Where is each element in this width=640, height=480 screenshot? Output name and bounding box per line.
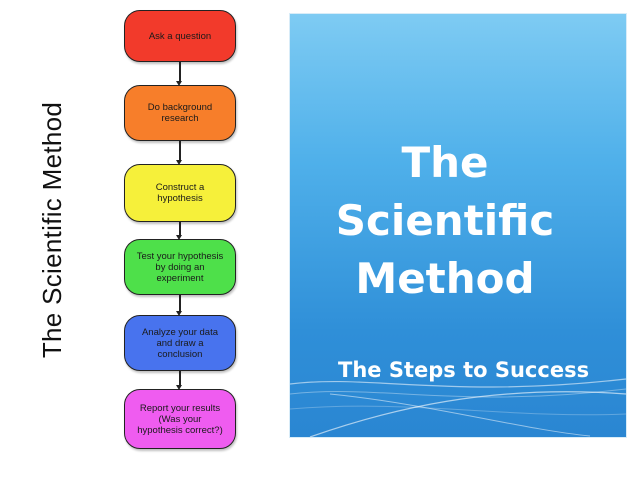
slide-subtitle: The Steps to Success (338, 358, 590, 382)
arrow-4 (176, 295, 182, 316)
step-construct-hypothesis: Construct a hypothesis (124, 164, 236, 222)
arrow-5 (176, 371, 182, 390)
title-slide: The Scientific Method The Steps to Succe… (290, 14, 626, 437)
slide-title: The Scientific Method (335, 138, 555, 303)
arrow-2 (176, 141, 182, 165)
arrow-3 (176, 222, 182, 240)
flowchart: Ask a question Do background research Co… (124, 10, 236, 450)
step-test-hypothesis: Test your hypothesis by doing an experim… (124, 239, 236, 295)
step-ask-question: Ask a question (124, 10, 236, 62)
decorative-waves (290, 378, 626, 437)
step-report-results: Report your results (Was your hypothesis… (124, 389, 236, 449)
step-background-research: Do background research (124, 85, 236, 141)
vertical-title: The Scientific Method (36, 101, 67, 359)
arrow-1 (176, 62, 182, 86)
step-analyze-data: Analyze your data and draw a conclusion (124, 315, 236, 371)
